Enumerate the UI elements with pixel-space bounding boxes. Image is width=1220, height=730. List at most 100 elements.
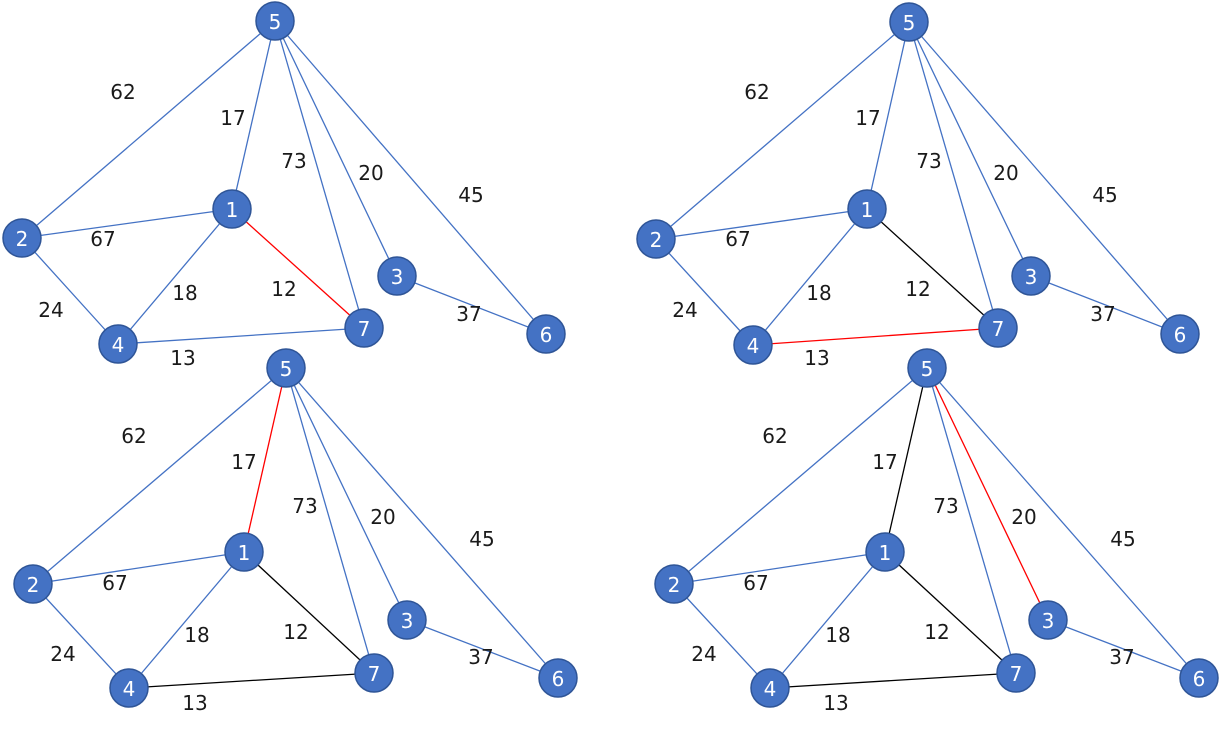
node-4: 4	[109, 668, 149, 708]
node-5: 5	[255, 1, 295, 41]
node-6: 6	[526, 314, 566, 354]
edge-weight-label-5-3: 20	[993, 161, 1018, 185]
edge-weight-label-4-7: 13	[170, 346, 195, 370]
node-label: 4	[747, 334, 760, 358]
edge-weight-label-2-4: 24	[691, 642, 716, 666]
node-circle	[1028, 600, 1068, 640]
edge-weight-label-5-7: 73	[933, 494, 958, 518]
node-circle	[255, 1, 295, 41]
edge-2-1	[655, 208, 868, 240]
edge-weight-label-5-2: 62	[744, 80, 769, 104]
node-label: 1	[879, 541, 892, 565]
node-label: 6	[552, 667, 565, 691]
edge-5-7	[926, 367, 1017, 674]
edge-weight-label-2-1: 67	[90, 227, 115, 251]
edge-weight-label-5-6: 45	[1092, 183, 1117, 207]
edge-4-7-current	[752, 327, 999, 346]
node-circle	[654, 564, 694, 604]
node-circle	[978, 308, 1018, 348]
node-4: 4	[733, 325, 773, 365]
node-circle	[733, 325, 773, 365]
edge-weight-label-3-6: 37	[1109, 645, 1134, 669]
node-6: 6	[1179, 658, 1219, 698]
edge-weight-label-5-2: 62	[110, 80, 135, 104]
edge-weight-label-5-2: 62	[121, 424, 146, 448]
node-3: 3	[1011, 256, 1051, 296]
edge-weight-label-2-4: 24	[672, 298, 697, 322]
node-circle	[13, 564, 53, 604]
edge-5-3-current	[926, 367, 1049, 621]
edge-weight-label-5-1: 17	[231, 450, 256, 474]
edge-weight-label-1-7: 12	[905, 277, 930, 301]
node-circle	[377, 256, 417, 296]
edge-2-1	[673, 551, 886, 585]
edge-weight-label-5-6: 45	[469, 527, 494, 551]
node-7: 7	[344, 308, 384, 348]
node-circle	[907, 348, 947, 388]
edge-weight-label-2-1: 67	[725, 227, 750, 251]
node-circle	[109, 668, 149, 708]
node-circle	[212, 189, 252, 229]
edge-5-1	[866, 21, 910, 210]
node-label: 1	[226, 198, 239, 222]
edge-5-2	[32, 367, 287, 585]
edge-5-2	[21, 20, 276, 239]
node-circle	[224, 532, 264, 572]
edge-5-6	[908, 21, 1181, 335]
edge-1-4	[117, 208, 233, 345]
node-label: 6	[540, 323, 553, 347]
edge-1-7-current	[231, 208, 365, 329]
node-4: 4	[98, 324, 138, 364]
edge-2-1	[21, 208, 233, 239]
node-label: 4	[112, 333, 125, 357]
node-circle	[526, 314, 566, 354]
edge-1-7-selected	[884, 551, 1017, 674]
node-label: 7	[358, 317, 371, 341]
edge-5-6	[285, 367, 559, 679]
edge-weight-label-3-6: 37	[468, 645, 493, 669]
edge-3-6	[406, 619, 559, 679]
node-1: 1	[847, 189, 887, 229]
node-label: 4	[764, 677, 777, 701]
node-circle	[847, 189, 887, 229]
node-circle	[636, 219, 676, 259]
node-label: 3	[401, 609, 414, 633]
edge-1-4	[752, 208, 868, 346]
edge-weight-label-4-7: 13	[804, 346, 829, 370]
node-label: 6	[1193, 667, 1206, 691]
node-label: 7	[992, 317, 1005, 341]
edge-weight-label-4-7: 13	[182, 691, 207, 715]
node-circle	[750, 668, 790, 708]
node-2: 2	[13, 564, 53, 604]
node-circle	[266, 348, 306, 388]
edge-5-6	[274, 20, 547, 335]
edge-weight-label-1-4: 18	[184, 623, 209, 647]
node-2: 2	[636, 219, 676, 259]
edge-weight-label-2-1: 67	[102, 571, 127, 595]
edge-2-4	[673, 583, 771, 689]
node-2: 2	[2, 218, 42, 258]
node-label: 1	[861, 198, 874, 222]
edge-weight-label-5-7: 73	[281, 149, 306, 173]
edge-5-7	[908, 21, 999, 329]
edge-weight-label-5-3: 20	[370, 505, 395, 529]
edge-5-1-current	[243, 367, 287, 553]
edge-5-3	[274, 20, 398, 277]
edge-5-2	[673, 367, 928, 585]
node-label: 2	[668, 573, 681, 597]
node-6: 6	[538, 658, 578, 698]
node-7: 7	[354, 653, 394, 693]
edge-3-6	[396, 275, 547, 335]
edge-1-4	[769, 551, 886, 689]
node-label: 7	[368, 662, 381, 686]
edge-5-3	[285, 367, 408, 621]
node-circle	[1160, 314, 1200, 354]
node-3: 3	[377, 256, 417, 296]
edge-5-2	[655, 21, 910, 240]
node-5: 5	[266, 348, 306, 388]
node-label: 3	[391, 265, 404, 289]
node-label: 5	[280, 357, 293, 381]
